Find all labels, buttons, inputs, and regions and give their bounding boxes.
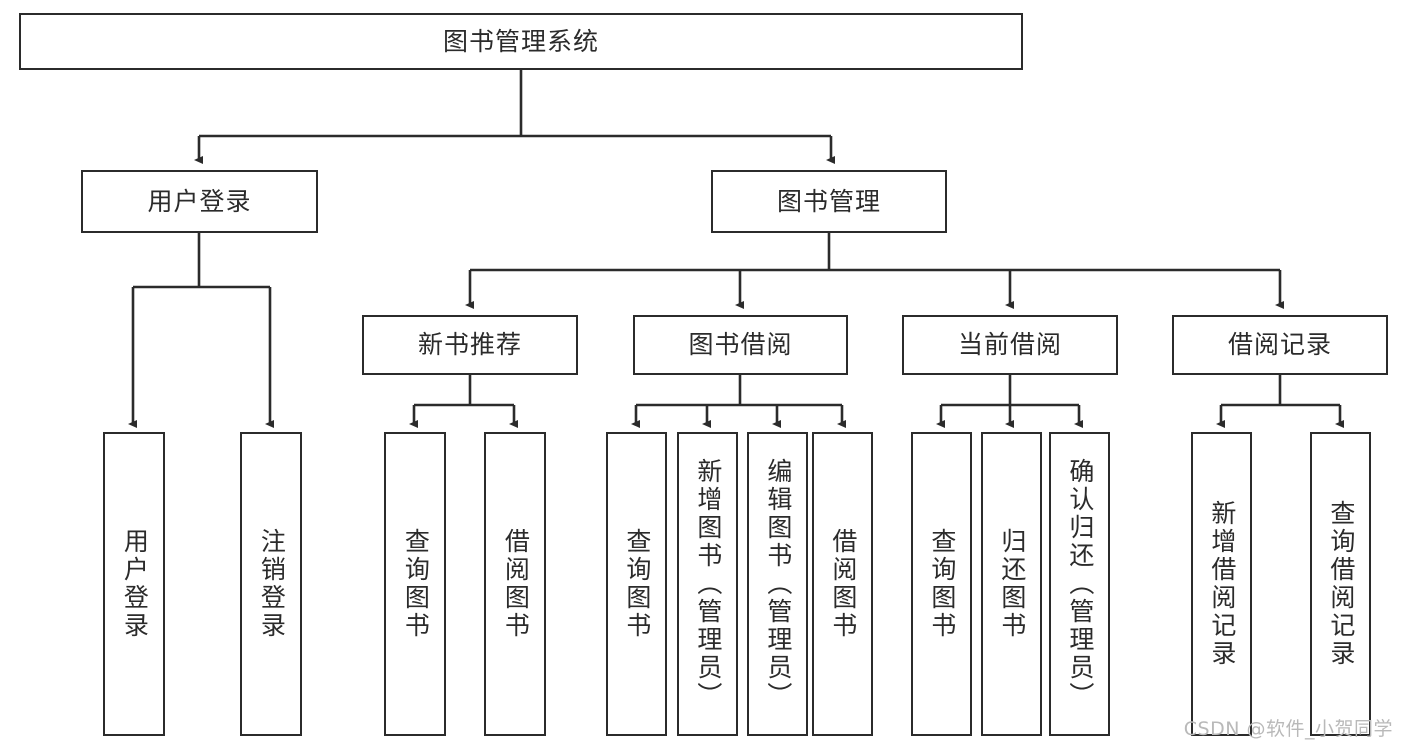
leaf-current-query-book[interactable]: 查询图书 (911, 432, 972, 736)
node-label: 编辑图书（管理员） (763, 458, 793, 710)
node-label: 借阅图书 (828, 528, 858, 640)
node-label: 新书推荐 (417, 330, 522, 360)
leaf-record-add-record[interactable]: 新增借阅记录 (1191, 432, 1252, 736)
node-label: 确认归还（管理员） (1065, 458, 1095, 710)
node-label: 用户登录 (120, 528, 150, 640)
node-label: 借阅记录 (1227, 330, 1332, 360)
node-label: 注销登录 (257, 528, 287, 640)
csdn-watermark: CSDN @软件_小贺同学 (1183, 718, 1393, 740)
leaf-user-login-login[interactable]: 用户登录 (103, 432, 165, 736)
node-label: 归还图书 (997, 528, 1027, 640)
node-book-management[interactable]: 图书管理 (711, 170, 947, 233)
node-label: 图书管理 (776, 186, 881, 216)
leaf-new-book-borrow[interactable]: 借阅图书 (484, 432, 546, 736)
leaf-current-confirm-return-admin[interactable]: 确认归还（管理员） (1049, 432, 1110, 736)
leaf-borrow-query-book[interactable]: 查询图书 (606, 432, 667, 736)
node-user-login[interactable]: 用户登录 (81, 170, 318, 233)
node-label: 图书借阅 (688, 330, 793, 360)
node-label: 新增图书（管理员） (693, 458, 723, 710)
leaf-record-query-record[interactable]: 查询借阅记录 (1310, 432, 1371, 736)
node-borrow-record[interactable]: 借阅记录 (1172, 315, 1388, 375)
node-root-library-system[interactable]: 图书管理系统 (19, 13, 1023, 70)
node-label: 图书管理系统 (442, 26, 599, 56)
leaf-new-book-query[interactable]: 查询图书 (384, 432, 446, 736)
node-label: 查询借阅记录 (1326, 500, 1356, 668)
leaf-borrow-borrow-book[interactable]: 借阅图书 (812, 432, 873, 736)
leaf-borrow-add-book-admin[interactable]: 新增图书（管理员） (677, 432, 738, 736)
node-label: 借阅图书 (501, 528, 531, 640)
node-new-book-recommend[interactable]: 新书推荐 (362, 315, 578, 375)
leaf-current-return-book[interactable]: 归还图书 (981, 432, 1042, 736)
leaf-borrow-edit-book-admin[interactable]: 编辑图书（管理员） (747, 432, 808, 736)
node-label: 新增借阅记录 (1207, 500, 1237, 668)
node-label: 查询图书 (622, 528, 652, 640)
node-label: 查询图书 (401, 528, 431, 640)
node-label: 用户登录 (147, 186, 252, 216)
leaf-user-login-logout[interactable]: 注销登录 (240, 432, 302, 736)
node-book-borrow[interactable]: 图书借阅 (633, 315, 848, 375)
node-current-borrow[interactable]: 当前借阅 (902, 315, 1118, 375)
node-label: 查询图书 (927, 528, 957, 640)
node-label: 当前借阅 (957, 330, 1062, 360)
